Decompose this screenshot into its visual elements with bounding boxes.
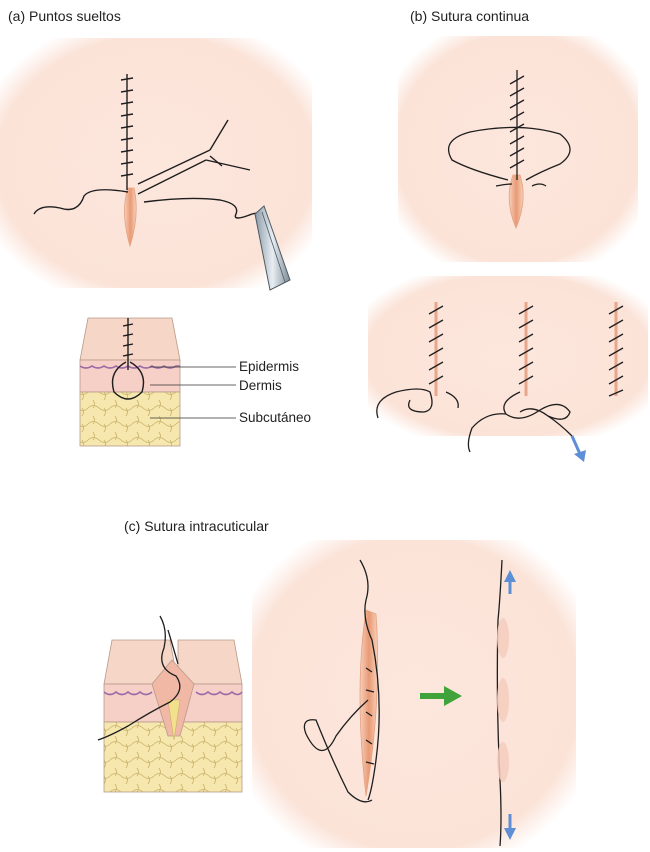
skin-pad-b-bottom (368, 276, 648, 436)
skin-pad-b-top (398, 36, 638, 262)
pull-arrow-icon (572, 436, 586, 462)
skin-pad-c (252, 540, 576, 848)
closed-wound-shading (497, 618, 509, 782)
skin-block-a (80, 318, 180, 446)
skin-block-c (98, 616, 242, 792)
